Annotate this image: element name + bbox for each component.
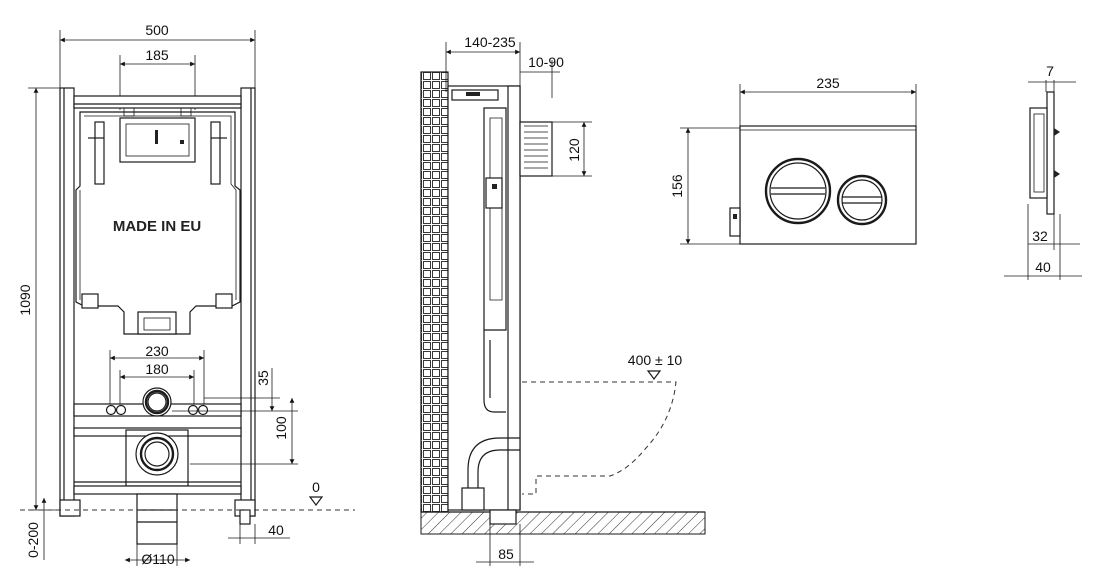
depth-range-label: 140-235 [464,34,516,50]
offset-35-label: 35 [255,370,271,386]
floor-level-label: 0 [312,479,320,495]
frame-gap-label: 10-90 [528,54,564,70]
side-view: 140-235 10-90 120 400 ± 10 [420,34,706,566]
stud-spacing-outer-label: 230 [145,343,169,359]
plate-width-label: 235 [816,75,840,91]
plate-depth-40-label: 40 [1035,259,1051,275]
made-in-eu-label: MADE IN EU [113,218,201,235]
plate-height-label: 156 [669,174,685,198]
front-view: 500 185 1090 MADE IN EU [17,22,355,567]
plate-depth-32-label: 32 [1032,228,1048,244]
offset-100-label: 100 [273,416,289,440]
flush-plate-side: 7 32 40 [1004,63,1082,280]
front-width-label: 500 [145,22,169,38]
stud-spacing-inner-label: 180 [145,361,169,377]
bowl-height-label: 400 ± 10 [628,352,683,368]
front-height-label: 1090 [17,284,33,315]
foot-40-label: 40 [268,522,284,538]
outlet-offset-label: 85 [498,546,514,562]
flush-plate-front: 235 156 [669,75,917,245]
adjust-range-label: 0-200 [25,522,41,558]
plate-height-side-label: 120 [566,138,582,162]
front-inner-width-label: 185 [145,47,169,63]
pipe-diameter-label: Ø110 [141,551,174,567]
plate-thickness-label: 7 [1046,63,1054,79]
